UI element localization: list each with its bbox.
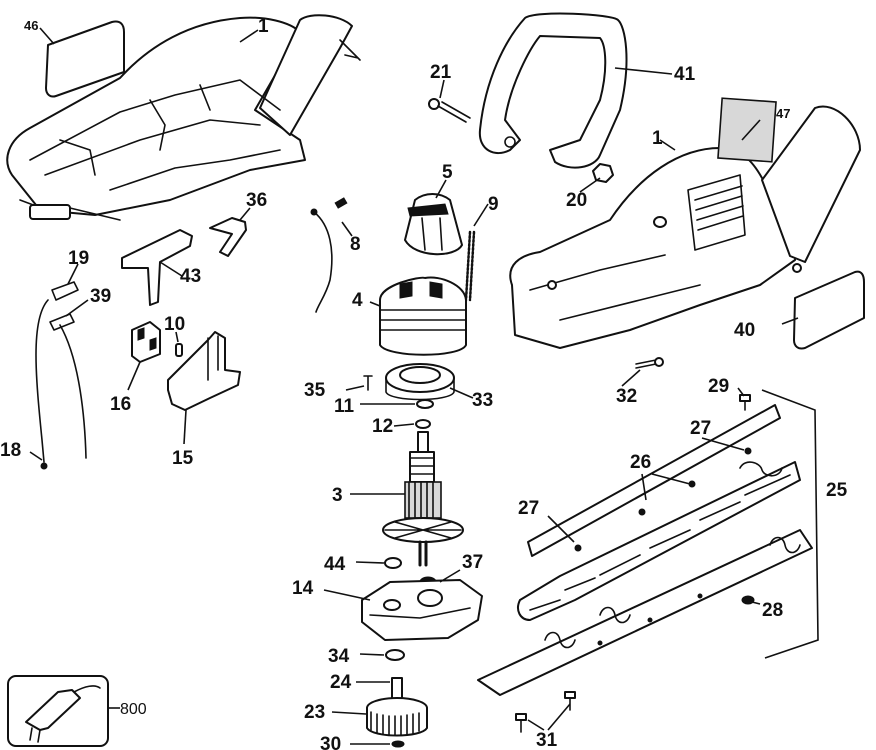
- washer-11: [416, 399, 434, 409]
- callout-25: 25: [826, 480, 848, 501]
- gear-23: [366, 697, 428, 737]
- callout-14: 14: [292, 578, 314, 599]
- callout-39: 39: [90, 286, 111, 307]
- callout-35: 35: [304, 380, 326, 401]
- callout-5: 5: [442, 162, 453, 183]
- callout-26: 26: [630, 452, 651, 473]
- callout-27-upper: 27: [690, 418, 711, 439]
- label-47: [717, 97, 777, 163]
- callout-47: 47: [776, 106, 790, 121]
- screw-32: [635, 357, 664, 369]
- housing-left-half: [6, 14, 361, 221]
- inset-800: [7, 675, 109, 747]
- callout-31: 31: [536, 730, 558, 750]
- callout-33: 33: [472, 390, 493, 411]
- decal-40: [793, 270, 865, 350]
- callout-40: 40: [734, 320, 755, 341]
- callout-1-right: 1: [652, 128, 663, 149]
- switch-15: [167, 331, 241, 411]
- lead-wires-18-19-39: [35, 281, 87, 470]
- screw-29: [739, 394, 751, 411]
- gear-case-14: [361, 579, 483, 641]
- callout-9: 9: [488, 194, 499, 215]
- callout-18: 18: [0, 440, 21, 461]
- washer-12: [415, 419, 431, 429]
- washer-34: [385, 649, 405, 661]
- washer-30: [391, 740, 405, 748]
- decal-46: [45, 20, 125, 98]
- callout-34: 34: [328, 646, 350, 667]
- callout-36: 36: [246, 190, 267, 211]
- brush-lead-8: [313, 211, 333, 313]
- callout-46: 46: [24, 18, 38, 33]
- screw-35: [363, 375, 373, 391]
- blade-assembly-25: [477, 389, 819, 696]
- callout-27-lower: 27: [518, 498, 539, 519]
- callout-3: 3: [332, 485, 343, 506]
- housing-right-half: [509, 105, 861, 349]
- bearing-housing-33: [385, 363, 455, 401]
- nut-44: [384, 557, 402, 569]
- callout-32: 32: [616, 386, 637, 407]
- terminal-block-16: [131, 321, 161, 363]
- callout-15: 15: [172, 448, 194, 469]
- screw-21: [428, 98, 471, 123]
- callout-8: 8: [350, 234, 361, 255]
- callout-29: 29: [708, 376, 729, 397]
- callout-28: 28: [762, 600, 783, 621]
- actuator-36: [209, 217, 247, 257]
- front-handle-41: [478, 12, 628, 169]
- callout-4: 4: [352, 290, 363, 311]
- nut-28: [741, 595, 755, 605]
- callout-16: 16: [110, 394, 131, 415]
- callout-23: 23: [304, 702, 325, 723]
- callout-10: 10: [164, 314, 185, 335]
- lockout-43: [121, 229, 193, 306]
- stator-4: [379, 276, 467, 356]
- nut-20: [592, 163, 614, 183]
- capacitor-10: [175, 343, 183, 357]
- callout-37: 37: [462, 552, 483, 573]
- callout-44: 44: [324, 554, 346, 575]
- callout-41: 41: [674, 64, 696, 85]
- screw-9: [464, 230, 476, 302]
- callout-24: 24: [330, 672, 352, 693]
- callout-30: 30: [320, 734, 341, 750]
- armature-3: [382, 431, 464, 567]
- leader-lines: [29, 27, 799, 745]
- callout-20: 20: [566, 190, 587, 211]
- callout-800: 800: [120, 701, 147, 718]
- motor-end-cap-5: [404, 193, 463, 256]
- callout-43: 43: [180, 266, 201, 287]
- pin-24: [391, 677, 403, 701]
- screws-31: [515, 691, 576, 733]
- callout-11: 11: [334, 396, 355, 417]
- callout-1-left: 1: [258, 16, 269, 37]
- callout-21: 21: [430, 62, 452, 83]
- callout-labels: 1 1 46 47 21 41 20 5 9 8 36 43 19 39 10 …: [0, 16, 848, 750]
- callout-12: 12: [372, 416, 393, 437]
- callout-19: 19: [68, 248, 89, 269]
